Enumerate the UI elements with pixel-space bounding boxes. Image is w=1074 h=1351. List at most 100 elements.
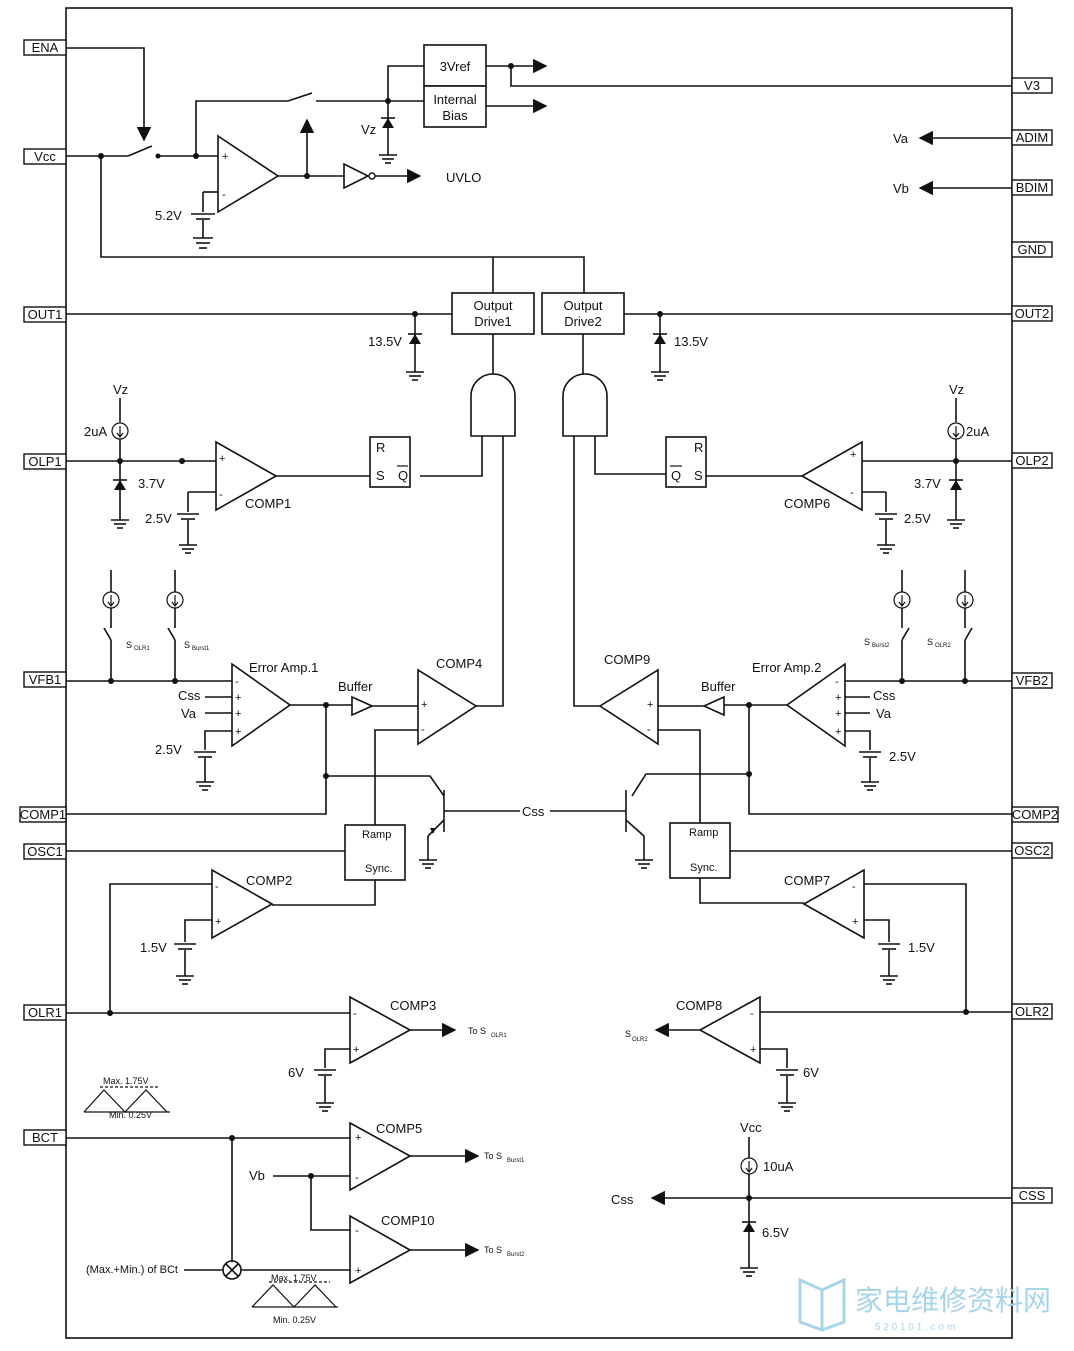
pin-v3: V3 [1011, 77, 1053, 94]
svg-text:BCT: BCT [32, 1130, 58, 1145]
svg-text:COMP10: COMP10 [381, 1213, 434, 1228]
svg-text:+: + [215, 916, 221, 928]
svg-text:+: + [850, 449, 856, 461]
svg-text:-: - [355, 1225, 359, 1237]
svg-text:To S: To S [484, 1151, 502, 1161]
svg-text:-: - [355, 1172, 359, 1184]
svg-text:Min. 0.25V: Min. 0.25V [273, 1315, 316, 1325]
svg-text:COMP1: COMP1 [20, 807, 66, 822]
svg-text:V3: V3 [1024, 78, 1040, 93]
svg-text:Q: Q [671, 468, 681, 483]
svg-text:Drive1: Drive1 [474, 314, 512, 329]
svg-text:3Vref: 3Vref [440, 59, 471, 74]
svg-text:3.7V: 3.7V [914, 476, 941, 491]
svg-text:OLR2: OLR2 [1015, 1004, 1049, 1019]
svg-text:OUT1: OUT1 [28, 307, 63, 322]
pin-olr2: OLR2 [1011, 1003, 1053, 1020]
pin-vfb2: VFB2 [1011, 672, 1053, 689]
pin-comp2: COMP2 [1011, 806, 1059, 823]
and-gate-1 [420, 373, 516, 707]
svg-text:OUT2: OUT2 [1015, 306, 1050, 321]
olp2-protection: Vz 2uA 3.7V +- COMP6 2.5V R S Q [665, 382, 1012, 554]
pin-css: CSS [1011, 1187, 1053, 1204]
svg-text:13.5V: 13.5V [674, 334, 708, 349]
svg-text:OSC2: OSC2 [1014, 843, 1049, 858]
svg-text:S: S [625, 1029, 631, 1039]
svg-text:+: + [355, 1265, 361, 1277]
svg-text:VFB1: VFB1 [29, 672, 62, 687]
svg-text:Bias: Bias [442, 108, 468, 123]
svg-text:6V: 6V [803, 1065, 819, 1080]
svg-text:-: - [750, 1008, 754, 1020]
pin-vfb1: VFB1 [23, 671, 67, 688]
svg-text:S: S [126, 640, 132, 650]
svg-text:Vcc: Vcc [740, 1120, 762, 1135]
svg-text:Output: Output [473, 298, 512, 313]
svg-text:(Max.+Min.) of BCt: (Max.+Min.) of BCt [86, 1264, 178, 1276]
svg-text:1.5V: 1.5V [140, 940, 167, 955]
svg-text:OLR2: OLR2 [935, 643, 951, 649]
svg-text:+: + [750, 1044, 756, 1056]
svg-text:Error Amp.2: Error Amp.2 [752, 660, 821, 675]
svg-text:+: + [235, 726, 241, 738]
pin-olp1: OLP1 [23, 453, 67, 470]
svg-text:2.5V: 2.5V [155, 742, 182, 757]
svg-text:+: + [355, 1132, 361, 1144]
output-drive-2: Output Drive2 13.5V [541, 292, 1012, 381]
svg-text:OSC1: OSC1 [27, 844, 62, 859]
comp7-section: -+ COMP7 1.5V [784, 868, 967, 1012]
svg-text:OLR1: OLR1 [491, 1033, 507, 1039]
svg-text:5 2 0 1 0 1 . c o m: 5 2 0 1 0 1 . c o m [875, 1322, 955, 1333]
svg-text:Vb: Vb [893, 181, 909, 196]
svg-text:Buffer: Buffer [338, 679, 373, 694]
pin-olp2: OLP2 [1011, 452, 1053, 469]
svg-text:S: S [184, 640, 190, 650]
svg-text:COMP6: COMP6 [784, 496, 830, 511]
svg-text:Burst2: Burst2 [872, 643, 890, 649]
svg-text:OLR1: OLR1 [28, 1005, 62, 1020]
svg-text:COMP8: COMP8 [676, 998, 722, 1013]
svg-text:OLP2: OLP2 [1015, 453, 1048, 468]
svg-text:UVLO: UVLO [446, 170, 481, 185]
svg-text:+: + [835, 726, 841, 738]
svg-text:Ramp: Ramp [689, 827, 718, 839]
comp2-section: -+ COMP2 1.5V [109, 868, 292, 1013]
svg-text:+: + [219, 453, 225, 465]
svg-text:S: S [864, 637, 870, 647]
svg-text:Css: Css [611, 1192, 634, 1207]
svg-text:Vz: Vz [949, 382, 964, 397]
svg-text:S: S [927, 637, 933, 647]
svg-text:1.5V: 1.5V [908, 940, 935, 955]
dimming-inputs: Va Vb [893, 130, 1012, 196]
svg-text:+: + [852, 916, 858, 928]
svg-text:-: - [235, 676, 239, 688]
pin-ena: ENA [23, 39, 67, 56]
svg-text:6V: 6V [288, 1065, 304, 1080]
svg-text:R: R [376, 440, 385, 455]
svg-text:+: + [647, 699, 653, 711]
pin-olr1: OLR1 [23, 1004, 67, 1021]
pin-osc1: OSC1 [23, 843, 67, 860]
svg-text:-: - [835, 676, 839, 688]
svg-text:-: - [353, 1008, 357, 1020]
css-transistors: Css [419, 790, 653, 869]
svg-text:COMP1: COMP1 [245, 496, 291, 511]
svg-text:To S: To S [468, 1026, 486, 1036]
svg-text:2.5V: 2.5V [889, 749, 916, 764]
svg-text:CSS: CSS [1019, 1188, 1046, 1203]
svg-text:COMP9: COMP9 [604, 652, 650, 667]
svg-text:3.7V: 3.7V [138, 476, 165, 491]
svg-text:-: - [421, 724, 425, 736]
svg-text:-: - [647, 724, 651, 736]
svg-text:ADIM: ADIM [1016, 130, 1049, 145]
svg-text:COMP4: COMP4 [436, 656, 482, 671]
svg-text:Burst2: Burst2 [507, 1252, 525, 1258]
pin-out1: OUT1 [23, 306, 67, 323]
svg-text:+: + [235, 708, 241, 720]
and-gate-2 [562, 373, 666, 707]
output-drive-1: Output Drive1 13.5V [66, 292, 535, 381]
svg-text:5.2V: 5.2V [155, 208, 182, 223]
svg-text:Css: Css [522, 804, 545, 819]
pin-vcc: Vcc [23, 148, 67, 165]
